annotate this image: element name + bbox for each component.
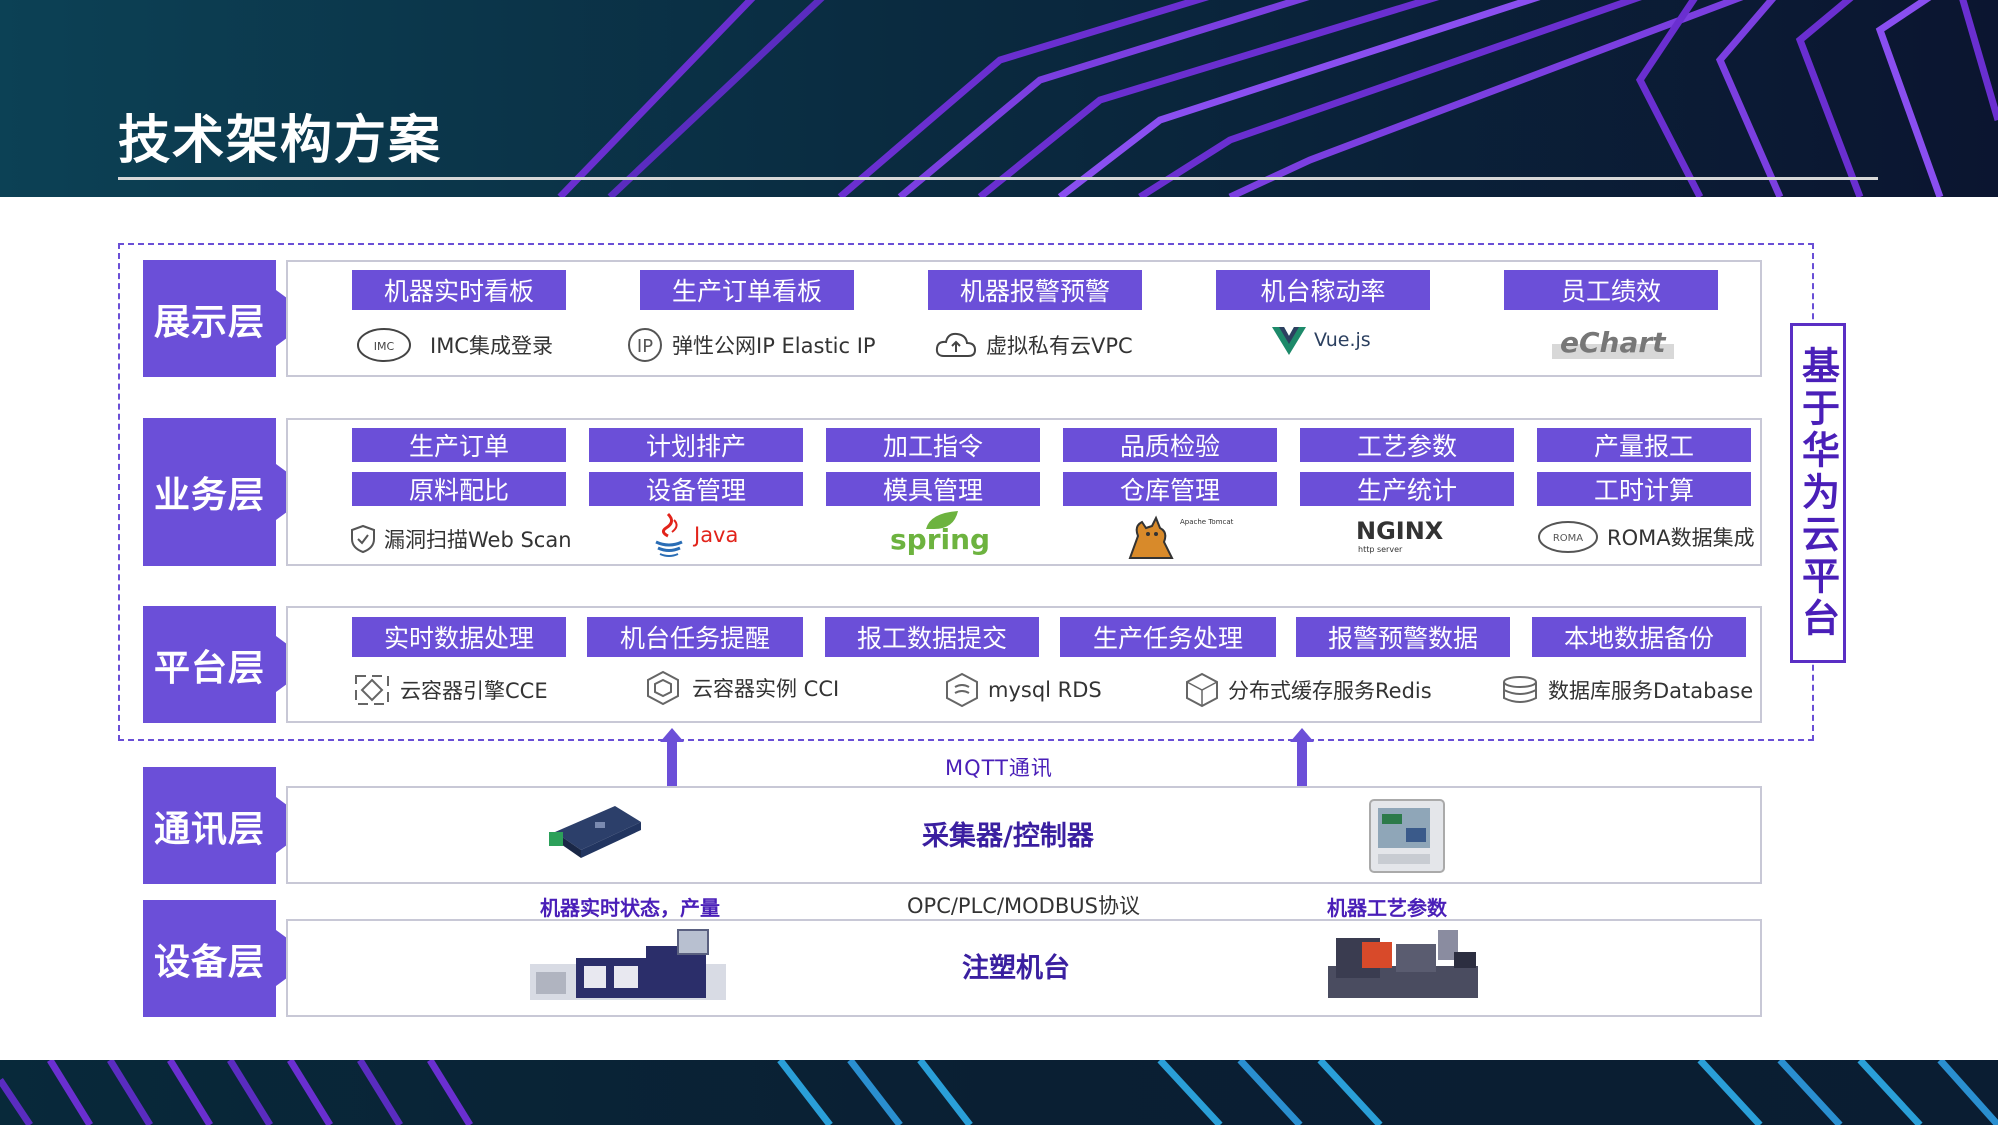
service-echart: eChart bbox=[1544, 322, 1674, 362]
chip-display-2: 生产订单看板 bbox=[640, 270, 854, 310]
chip-display-5: 员工绩效 bbox=[1504, 270, 1718, 310]
service-roma-label: ROMA数据集成 bbox=[1607, 526, 1755, 550]
cloud-icon bbox=[934, 328, 978, 362]
layer-label-platform: 平台层 bbox=[143, 606, 276, 723]
service-java: Java bbox=[652, 510, 738, 560]
chip-business-4: 品质检验 bbox=[1063, 428, 1277, 462]
layer-label-business: 业务层 bbox=[143, 418, 276, 566]
chip-platform-3: 报工数据提交 bbox=[825, 617, 1039, 657]
communication-center-label: 采集器/控制器 bbox=[922, 821, 1094, 852]
ip-circle-icon: IP bbox=[626, 326, 664, 364]
chip-display-1: 机器实时看板 bbox=[352, 270, 566, 310]
protocol-caption: OPC/PLC/MODBUS协议 bbox=[907, 894, 1140, 918]
title-divider bbox=[118, 177, 1878, 180]
service-spring: spring bbox=[890, 510, 990, 564]
container-instance-icon bbox=[642, 668, 684, 708]
shield-icon bbox=[350, 524, 376, 554]
service-webscan-label: 漏洞扫描Web Scan bbox=[384, 528, 572, 552]
service-webscan: 漏洞扫描Web Scan bbox=[350, 519, 572, 559]
service-rds: mysql RDS bbox=[944, 670, 1102, 710]
chip-business-10: 仓库管理 bbox=[1063, 472, 1277, 506]
injection-machine-right-icon bbox=[1326, 926, 1480, 1006]
roma-badge-text: ROMA bbox=[1553, 533, 1583, 544]
injection-machine-left-icon bbox=[528, 928, 728, 1008]
tomcat-logo-icon bbox=[1124, 514, 1184, 560]
chip-platform-2: 机台任务提醒 bbox=[587, 617, 803, 657]
layer-label-device: 设备层 bbox=[143, 900, 276, 1017]
chip-display-4: 机台稼动率 bbox=[1216, 270, 1430, 310]
chip-business-8: 设备管理 bbox=[589, 472, 803, 506]
imc-badge-icon: IMC bbox=[356, 327, 412, 363]
java-logo-icon bbox=[652, 512, 686, 558]
container-engine-icon bbox=[352, 672, 392, 708]
service-vpc-label: 虚拟私有云VPC bbox=[986, 334, 1133, 358]
service-eip: IP 弹性公网IP Elastic IP bbox=[626, 325, 876, 365]
chip-business-3: 加工指令 bbox=[826, 428, 1040, 462]
service-nginx: NGINX http server bbox=[1356, 510, 1466, 560]
service-redis: 分布式缓存服务Redis bbox=[1184, 670, 1432, 710]
header-decoration bbox=[557, 0, 1998, 197]
nginx-logo-icon: NGINX http server bbox=[1356, 513, 1466, 557]
chip-business-5: 工艺参数 bbox=[1300, 428, 1514, 462]
service-vpc: 虚拟私有云VPC bbox=[934, 325, 1133, 365]
chip-platform-5: 报警预警数据 bbox=[1296, 617, 1510, 657]
chip-business-7: 原料配比 bbox=[352, 472, 566, 506]
chip-business-1: 生产订单 bbox=[352, 428, 566, 462]
footer-decoration bbox=[0, 1060, 1998, 1125]
collector-device-icon bbox=[545, 792, 645, 866]
service-roma: ROMA ROMA数据集成 bbox=[1537, 517, 1755, 557]
vue-logo-icon bbox=[1272, 325, 1306, 355]
chip-platform-1: 实时数据处理 bbox=[352, 617, 566, 657]
service-cce-label: 云容器引擎CCE bbox=[400, 679, 548, 703]
service-tomcat-label: Apache Tomcat bbox=[1180, 518, 1234, 526]
service-imc: IMC IMC集成登录 bbox=[356, 325, 553, 365]
device-center-label: 注塑机台 bbox=[962, 953, 1070, 984]
ip-circle-text: IP bbox=[637, 336, 653, 357]
service-database-label: 数据库服务Database bbox=[1548, 679, 1754, 703]
service-cci-label: 云容器实例 CCI bbox=[692, 677, 840, 701]
chip-business-9: 模具管理 bbox=[826, 472, 1040, 506]
footer-banner bbox=[0, 1060, 1998, 1125]
service-rds-label: mysql RDS bbox=[988, 678, 1102, 702]
layer-label-communication: 通讯层 bbox=[143, 767, 276, 884]
chip-platform-4: 生产任务处理 bbox=[1060, 617, 1276, 657]
redis-hexagon-icon bbox=[1184, 671, 1220, 709]
service-database: 数据库服务Database bbox=[1500, 670, 1753, 710]
chip-business-6: 产量报工 bbox=[1537, 428, 1751, 462]
chip-display-3: 机器报警预警 bbox=[928, 270, 1142, 310]
mqtt-label: MQTT通讯 bbox=[945, 756, 1053, 780]
chip-business-11: 生产统计 bbox=[1300, 472, 1514, 506]
chip-business-12: 工时计算 bbox=[1537, 472, 1751, 506]
device-right-caption: 机器工艺参数 bbox=[1327, 896, 1447, 920]
device-left-caption: 机器实时状态，产量 bbox=[540, 896, 720, 920]
service-vue: Vue.js bbox=[1272, 320, 1371, 360]
controller-panel-icon bbox=[1368, 798, 1446, 878]
service-vue-label: Vue.js bbox=[1314, 329, 1371, 351]
layer-box-communication bbox=[286, 786, 1762, 884]
service-nginx-label: NGINX bbox=[1356, 517, 1444, 545]
side-label: 基于华为云平台 bbox=[1795, 346, 1840, 640]
page-title: 技术架构方案 bbox=[118, 111, 443, 171]
service-imc-label: IMC集成登录 bbox=[430, 334, 553, 358]
layer-label-display: 展示层 bbox=[143, 260, 276, 377]
service-tomcat: Apache Tomcat bbox=[1124, 512, 1233, 562]
roma-badge-icon: ROMA bbox=[1537, 520, 1599, 554]
service-echart-label: eChart bbox=[1552, 325, 1674, 359]
imc-badge-text: IMC bbox=[374, 340, 395, 353]
spring-logo-icon: spring bbox=[890, 510, 990, 556]
service-cce: 云容器引擎CCE bbox=[352, 670, 548, 710]
service-nginx-sub: http server bbox=[1358, 545, 1403, 554]
service-eip-label: 弹性公网IP Elastic IP bbox=[672, 334, 876, 358]
database-stack-icon bbox=[1500, 672, 1540, 708]
header-banner bbox=[0, 0, 1998, 197]
service-java-label: Java bbox=[694, 523, 739, 547]
chip-platform-6: 本地数据备份 bbox=[1532, 617, 1746, 657]
side-label-box: 基于华为云平台 bbox=[1790, 323, 1846, 663]
service-redis-label: 分布式缓存服务Redis bbox=[1228, 679, 1432, 703]
rds-icon bbox=[944, 671, 980, 709]
chip-business-2: 计划排产 bbox=[589, 428, 803, 462]
service-cci: 云容器实例 CCI bbox=[642, 668, 839, 708]
